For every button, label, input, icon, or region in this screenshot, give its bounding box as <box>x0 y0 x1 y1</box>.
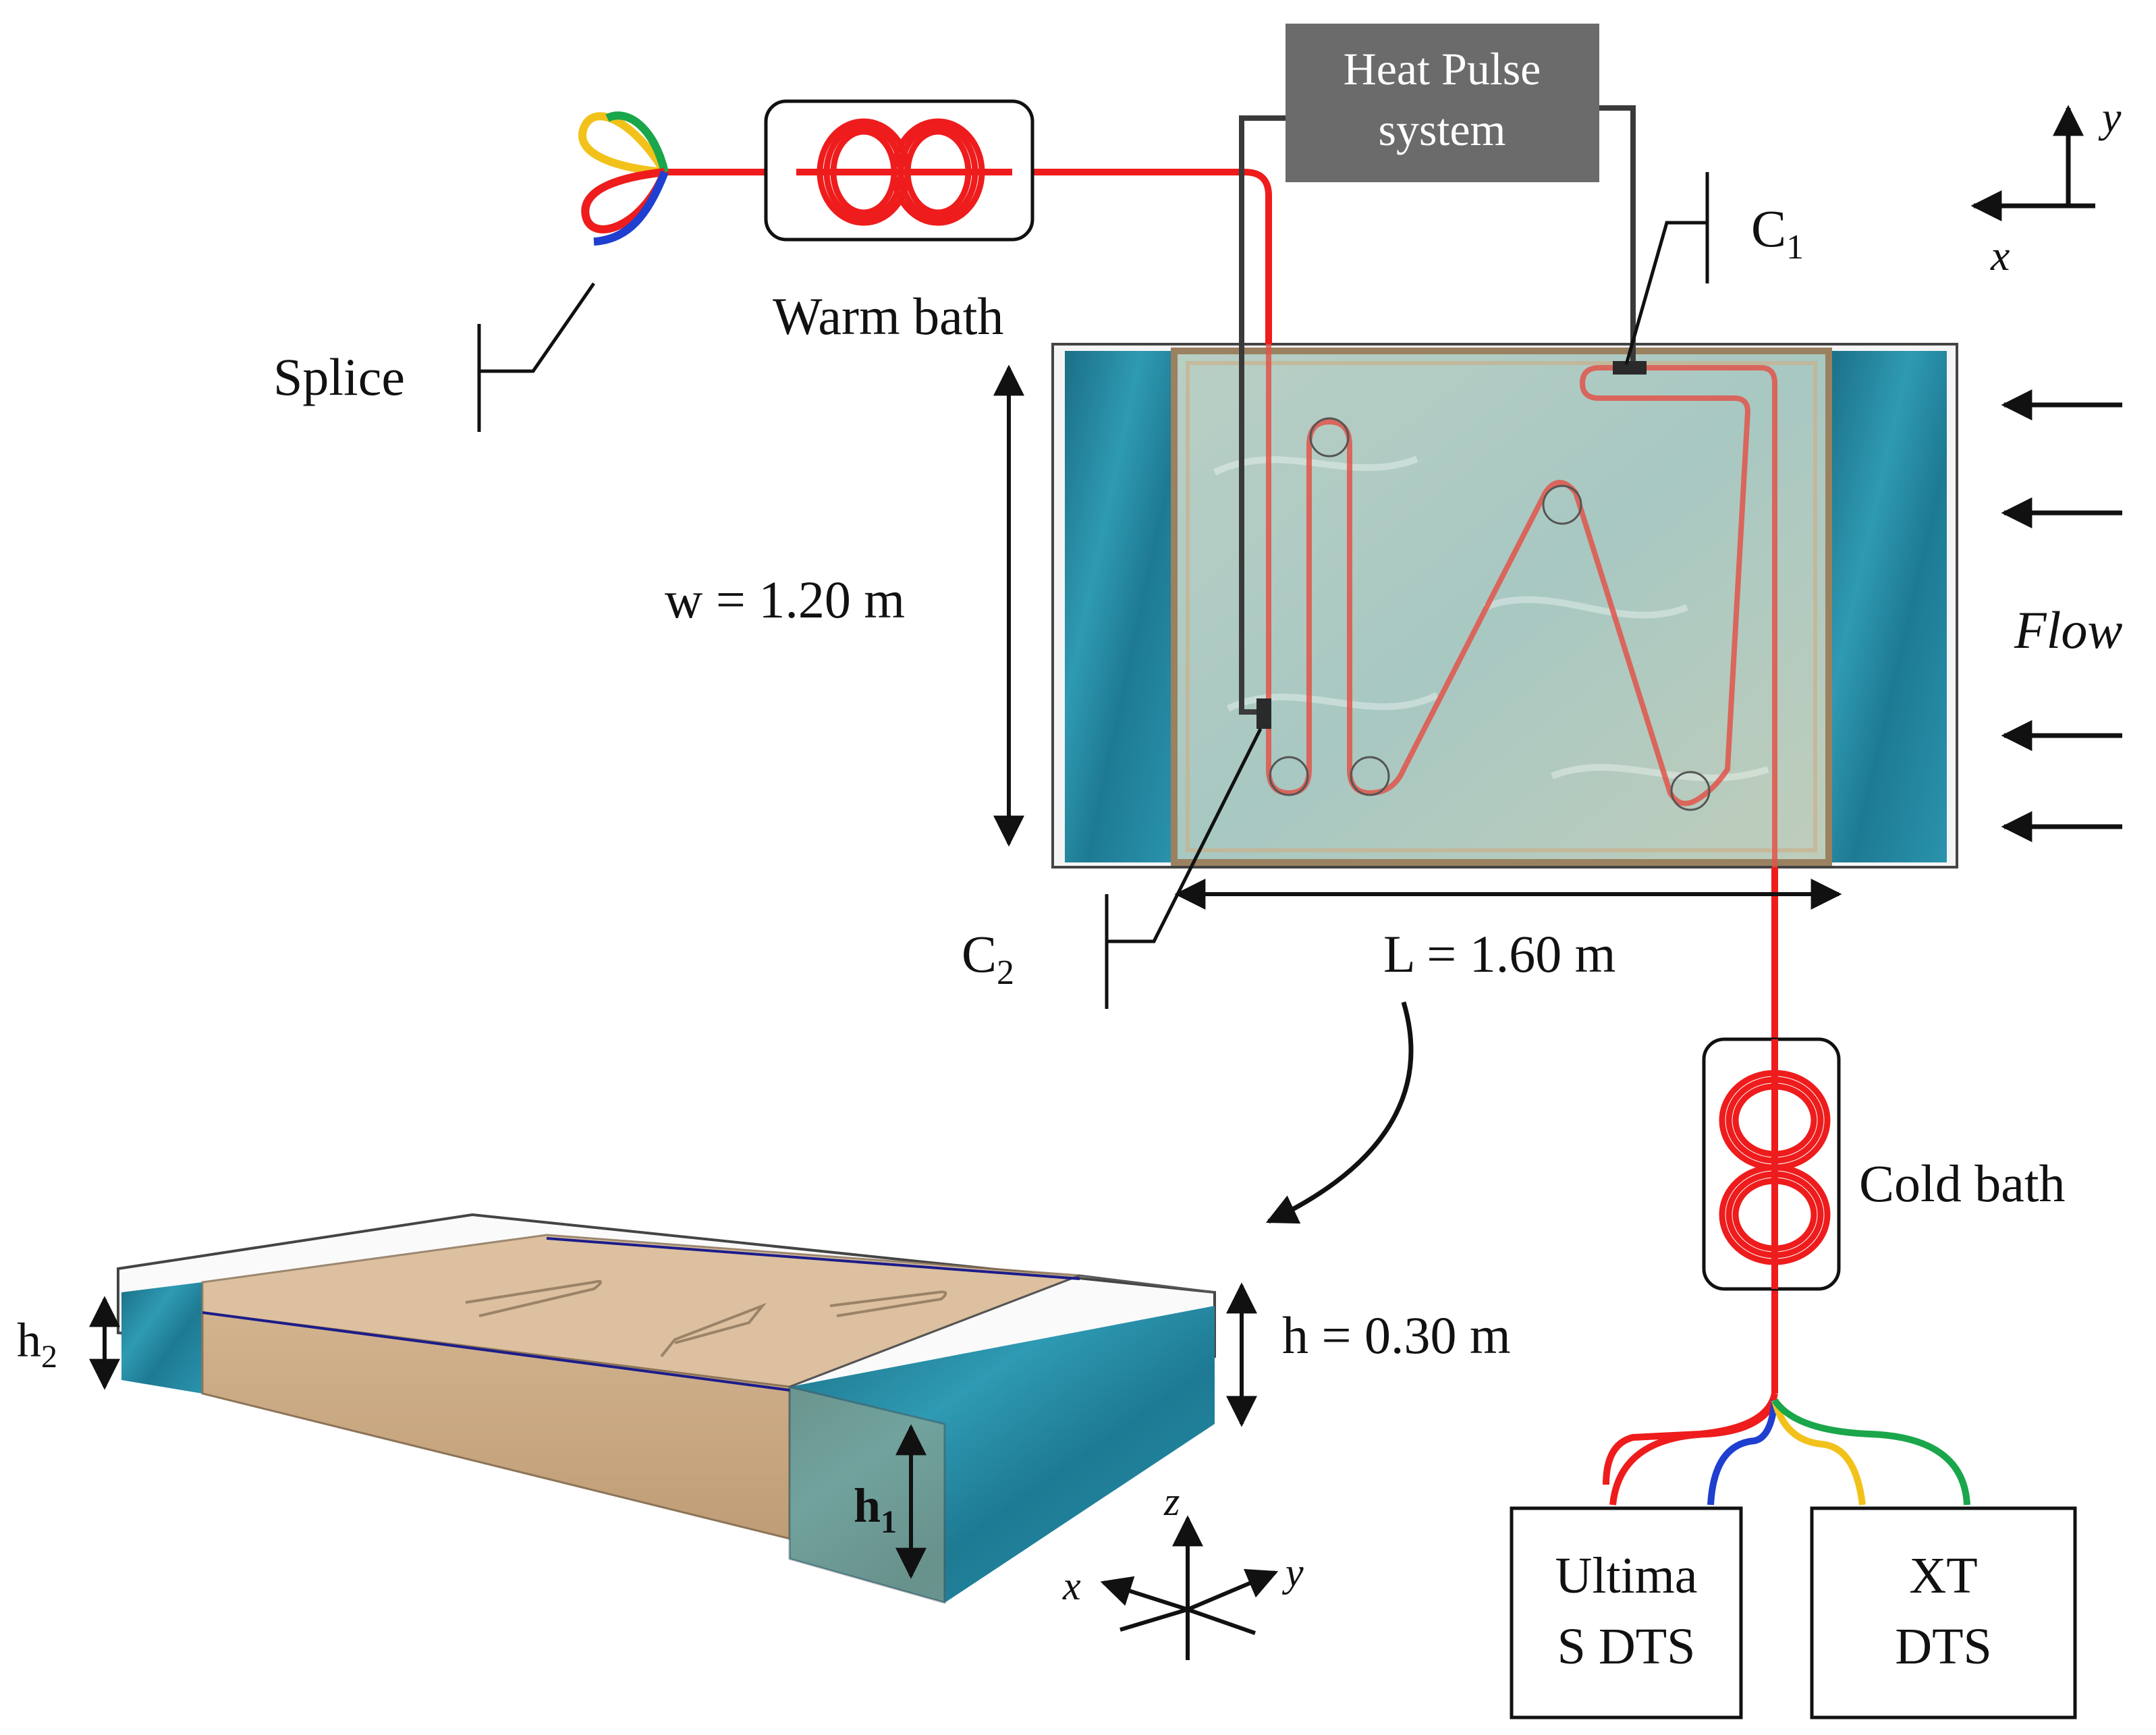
xt-dts-box: XT DTS <box>1810 1506 2077 1719</box>
fiber-branches <box>1609 1398 1970 1506</box>
bottom-axes-icon <box>1100 1515 1279 1660</box>
h2-label: h2 <box>17 1313 57 1375</box>
warm-bath-label: Warm bath <box>773 287 1003 346</box>
c1-label: C1 <box>1751 199 1804 267</box>
xt-label-line1: XT <box>1909 1547 1977 1604</box>
ultima-dts-box: Ultima S DTS <box>1510 1506 1743 1719</box>
c2-label: C2 <box>962 925 1014 992</box>
right-water-reservoir <box>1829 351 1947 862</box>
heat-pulse-label-line1: Heat Pulse <box>1344 43 1541 94</box>
length-label: L = 1.60 m <box>1383 925 1615 983</box>
view-transition-arrow <box>1265 1001 1414 1224</box>
fiber-path-flume <box>1266 344 1777 867</box>
splice-label: Splice <box>273 348 405 406</box>
h1-label: h1 <box>854 1479 897 1540</box>
top-axis-x-label: x <box>1990 231 2010 279</box>
heat-pulse-label-line2: system <box>1379 104 1506 155</box>
cold-bath <box>1702 1037 1841 1291</box>
flow-arrows <box>2001 389 2122 842</box>
flume-3d-view <box>117 1213 1216 1604</box>
cold-bath-label: Cold bath <box>1859 1154 2066 1213</box>
c2-leader <box>1105 727 1263 1009</box>
left-water-reservoir <box>1065 351 1174 862</box>
connector-c1-marker <box>1613 361 1647 375</box>
ultima-label-line1: Ultima <box>1555 1547 1697 1604</box>
bottom-axis-z-label: z <box>1163 1479 1180 1524</box>
top-axis-y-label: y <box>2098 93 2122 141</box>
ultima-label-line2: S DTS <box>1557 1618 1696 1675</box>
3d-left-water <box>121 1282 202 1394</box>
xt-label-line2: DTS <box>1895 1618 1992 1675</box>
flume-top-view <box>1051 343 1958 869</box>
bottom-axis-x-label: x <box>1062 1564 1081 1608</box>
splice-icon <box>578 111 669 246</box>
heat-pulse-cables <box>1239 105 1636 715</box>
heat-pulse-system-box: Heat Pulse system <box>1286 24 1599 182</box>
c1-leader <box>1624 172 1709 365</box>
splice-leader <box>477 282 596 432</box>
connector-c2-marker <box>1256 698 1271 729</box>
bottom-axis-y-label: y <box>1281 1550 1304 1595</box>
flow-label: Flow <box>2014 601 2122 659</box>
warm-bath <box>764 99 1034 242</box>
height-label: h = 0.30 m <box>1282 1306 1511 1365</box>
width-label: w = 1.20 m <box>665 570 905 629</box>
top-axes-icon <box>1970 105 2095 221</box>
